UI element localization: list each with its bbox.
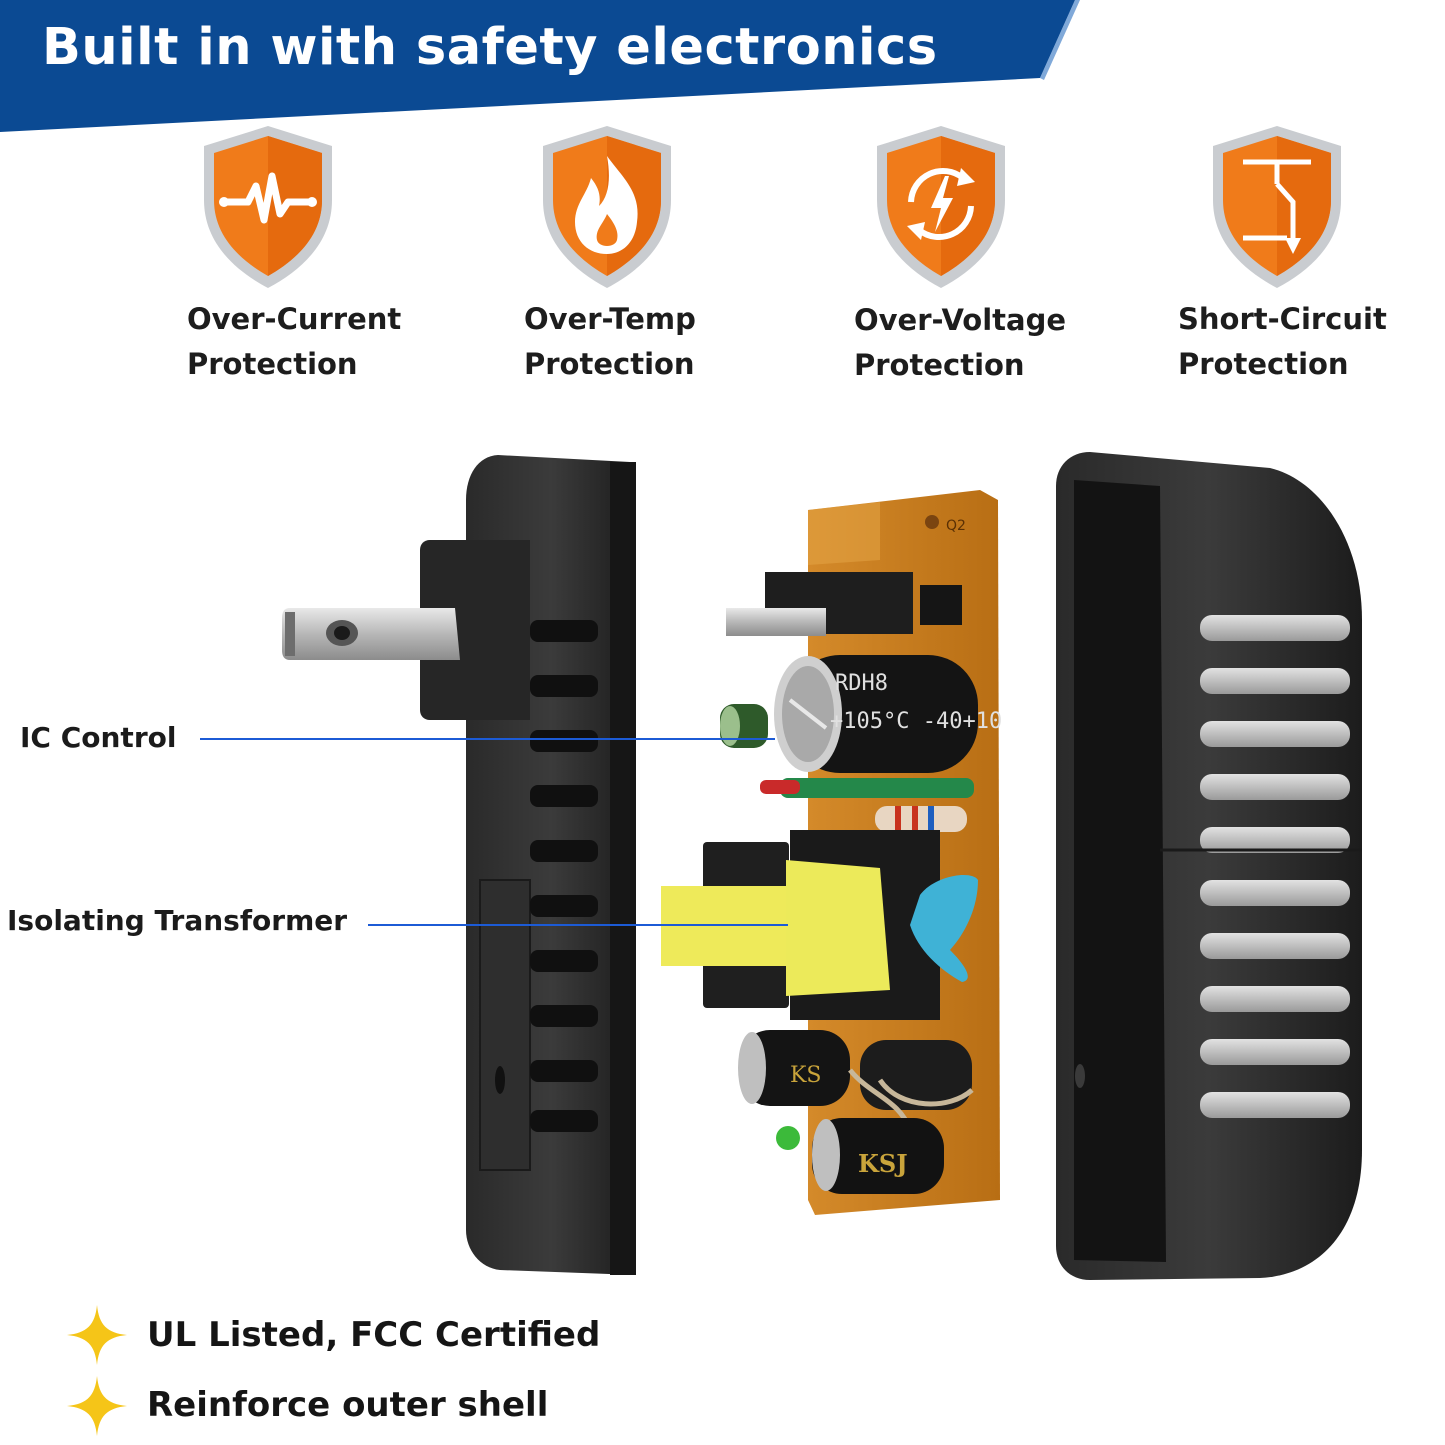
- callout-line-ic-control: [200, 738, 775, 740]
- feature-label-over-voltage: Over-Voltage Protection: [854, 303, 1067, 382]
- right-shell-vents: [1200, 615, 1350, 1118]
- page-title: Built in with safety electronics: [42, 18, 938, 77]
- cycle-bolt-icon: [877, 126, 1005, 288]
- left-shell-vents: [530, 620, 598, 1132]
- isolating-transformer: [661, 886, 787, 966]
- feature-label-over-current: Over-Current Protection: [187, 302, 402, 381]
- flame-icon: [543, 126, 671, 288]
- callout-ic-control: IC Control: [20, 721, 177, 754]
- bullet-ul-fcc: UL Listed, FCC Certified: [147, 1315, 601, 1355]
- right-shell-half: [1056, 452, 1362, 1280]
- bullet-reinforced-shell: Reinforce outer shell: [147, 1385, 549, 1425]
- header-banner: [0, 0, 1080, 132]
- left-shell-half: [282, 455, 636, 1275]
- svg-text:KS: KS: [790, 1063, 822, 1088]
- circuit-board: Q2 RDH8 +105°C -40+10 KS: [661, 490, 1002, 1215]
- heartbeat-icon: [204, 126, 332, 288]
- capacitor-marking-a: RDH8: [835, 671, 888, 696]
- callout-line-transformer: [368, 924, 788, 926]
- capacitor-marking-b: +105°C -40+10: [830, 709, 1002, 734]
- capacitor-marking-ksj: KSJ: [858, 1149, 908, 1178]
- adapter-exploded-view: Q2 RDH8 +105°C -40+10 KS: [282, 452, 1362, 1280]
- callout-isolating-transformer: Isolating Transformer: [7, 904, 348, 937]
- sparkle-icon: [67, 1305, 127, 1365]
- feature-label-short-circuit: Short-Circuit Protection: [1178, 302, 1387, 381]
- sparkle-icon: [67, 1376, 127, 1436]
- svg-text:Q2: Q2: [946, 518, 966, 534]
- short-circuit-icon: [1213, 126, 1341, 288]
- feature-label-over-temp: Over-Temp Protection: [524, 302, 696, 381]
